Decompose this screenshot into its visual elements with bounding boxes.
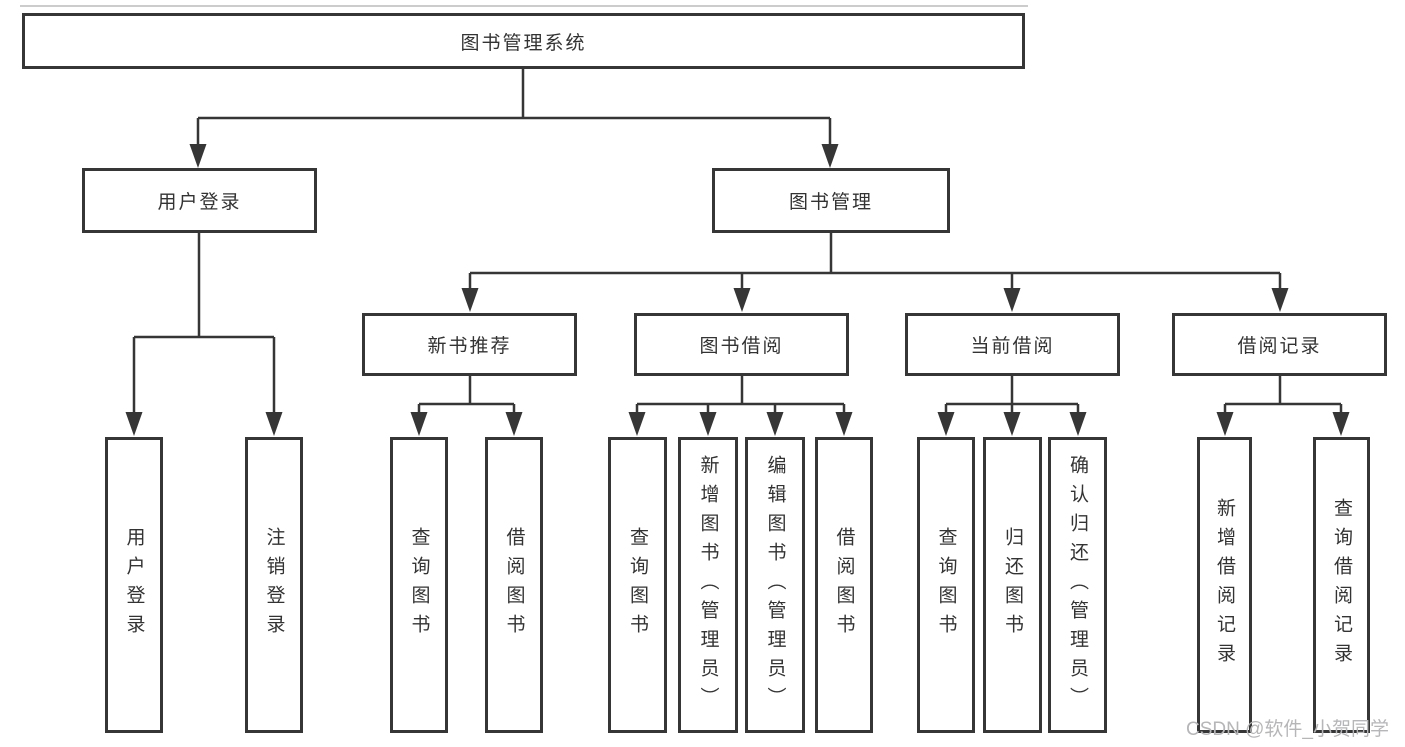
- leaf-add-book-admin: 新增图书（管理员）: [678, 437, 738, 733]
- node-new-book-recommend: 新书推荐: [362, 313, 577, 376]
- node-current-borrowing: 当前借阅: [905, 313, 1120, 376]
- leaf-confirm-return-admin: 确认归还（管理员）: [1048, 437, 1107, 733]
- leaf-user-login: 用户登录: [105, 437, 163, 733]
- leaf-borrow-books-borrowing: 借阅图书: [815, 437, 873, 733]
- leaf-query-books-current: 查询图书: [917, 437, 975, 733]
- leaf-edit-book-admin: 编辑图书（管理员）: [745, 437, 805, 733]
- node-root-system: 图书管理系统: [22, 13, 1025, 69]
- arrowheads: [125, 144, 1350, 436]
- leaf-borrow-books-recommend: 借阅图书: [485, 437, 543, 733]
- node-book-borrowing: 图书借阅: [634, 313, 849, 376]
- leaf-query-borrow-record: 查询借阅记录: [1313, 437, 1370, 733]
- leaf-logout: 注销登录: [245, 437, 303, 733]
- leaf-return-book: 归还图书: [983, 437, 1042, 733]
- leaf-add-borrow-record: 新增借阅记录: [1197, 437, 1252, 733]
- node-book-management: 图书管理: [712, 168, 950, 233]
- top-divider-line: [20, 5, 1028, 7]
- leaf-query-books-recommend: 查询图书: [390, 437, 448, 733]
- node-borrowing-records: 借阅记录: [1172, 313, 1387, 376]
- node-user-login: 用户登录: [82, 168, 317, 233]
- watermark: CSDN @软件_小贺同学: [1186, 719, 1389, 740]
- leaf-query-books-borrowing: 查询图书: [608, 437, 667, 733]
